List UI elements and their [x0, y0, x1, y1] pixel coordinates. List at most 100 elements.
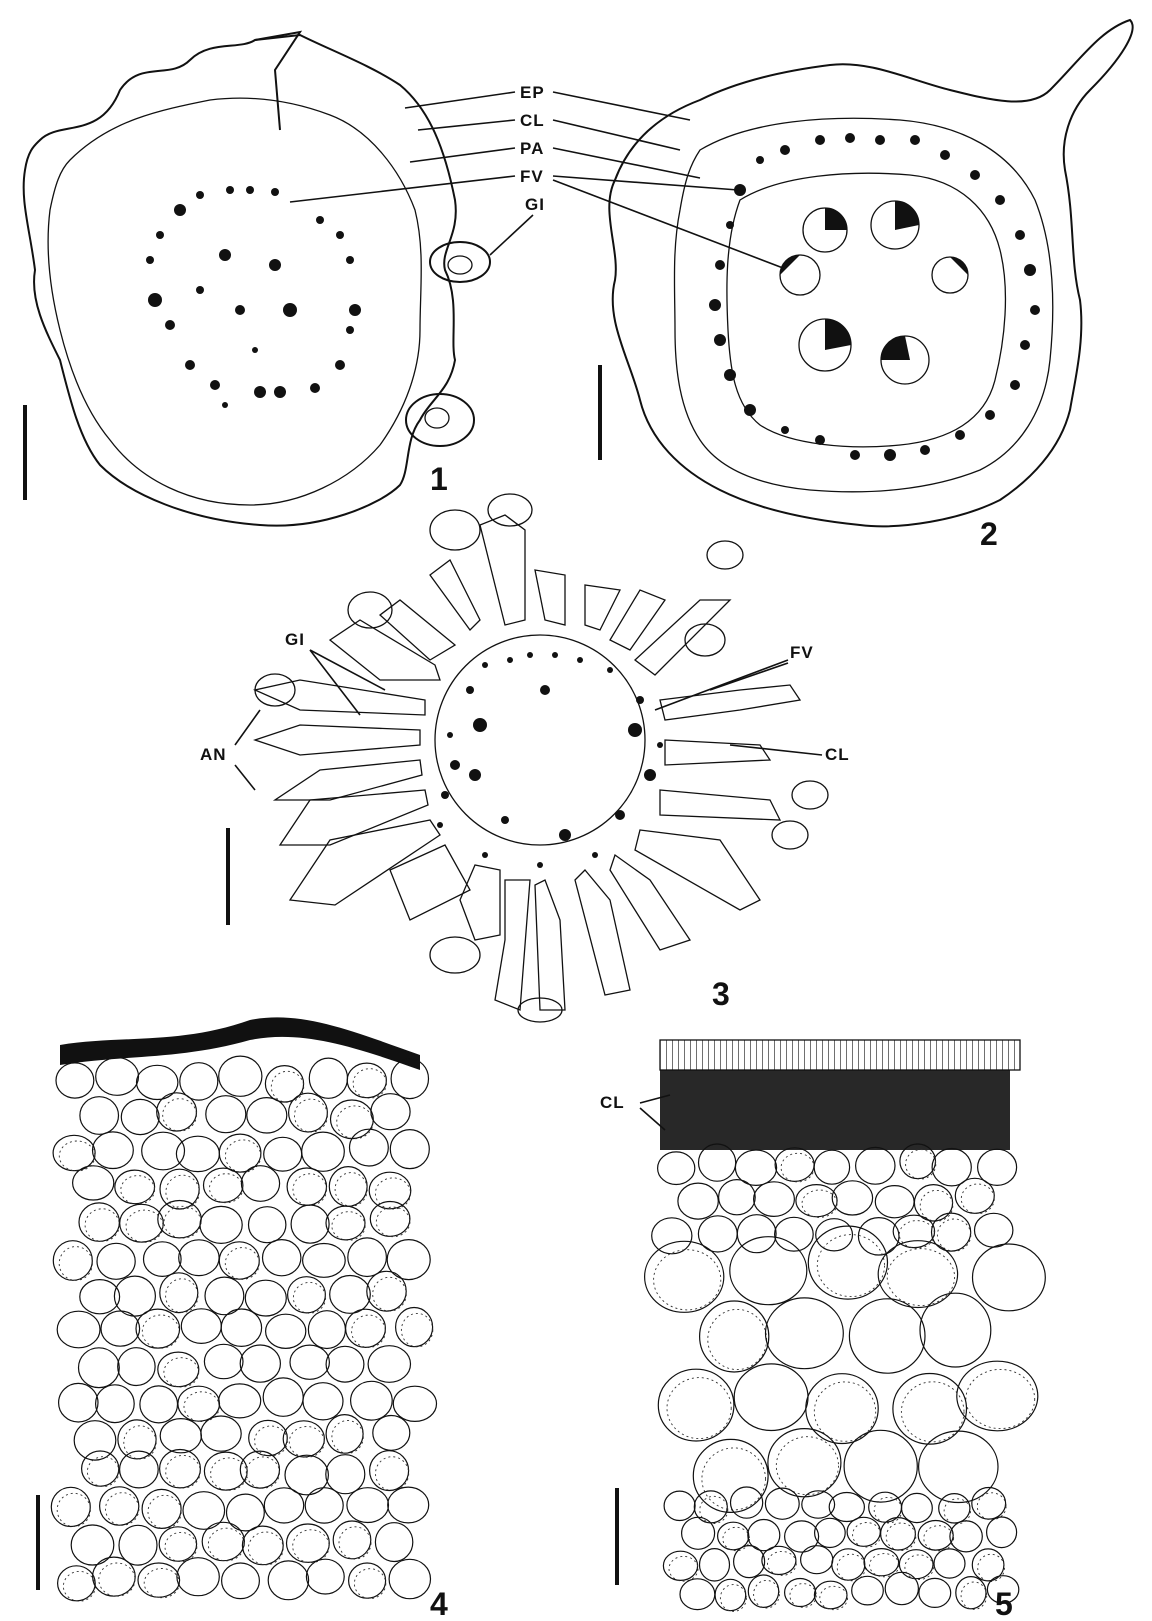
parenchyma-cell	[815, 1518, 846, 1547]
parenchyma-cell	[893, 1374, 967, 1445]
parenchyma-cell	[734, 1546, 765, 1578]
parenchyma-cell	[287, 1524, 330, 1562]
label-cl: CL	[520, 111, 545, 130]
fig3-radiating-lobes	[255, 515, 800, 1010]
parenchyma-cell	[680, 1579, 715, 1610]
cell-shadow-outline	[961, 1582, 987, 1609]
parenchyma-cell	[326, 1455, 365, 1494]
cell-shadow-outline	[99, 1563, 135, 1596]
parenchyma-cell	[765, 1488, 799, 1519]
parenchyma-cell	[290, 1345, 329, 1379]
parenchyma-cell	[177, 1558, 219, 1596]
parenchyma-cell	[144, 1242, 182, 1277]
parenchyma-cell	[718, 1522, 749, 1550]
parenchyma-cell	[158, 1352, 199, 1387]
parenchyma-cell	[875, 1186, 914, 1218]
cell-shadow-outline	[961, 1184, 994, 1214]
cell-shadow-outline	[802, 1190, 837, 1217]
fig2-central-cylinder	[727, 173, 1006, 447]
parenchyma-cell	[179, 1240, 219, 1276]
cell-shadow-outline	[335, 1173, 367, 1207]
leader-lines-fig3	[235, 650, 822, 790]
parenchyma-cell	[204, 1344, 243, 1378]
parenchyma-cell	[330, 1276, 371, 1314]
parenchyma-cell	[176, 1136, 219, 1171]
cell-shadow-outline	[59, 1247, 92, 1281]
parenchyma-cell	[326, 1415, 363, 1454]
parenchyma-cell	[178, 1386, 220, 1421]
parenchyma-cell	[100, 1487, 139, 1525]
parenchyma-cell	[682, 1517, 715, 1549]
parenchyma-cell	[737, 1215, 776, 1253]
cell-shadow-outline	[295, 1099, 328, 1132]
cell-shadow-outline	[210, 1174, 243, 1203]
cell-shadow-outline	[225, 1140, 260, 1172]
parenchyma-cell	[371, 1094, 410, 1130]
parenchyma-cell	[241, 1166, 279, 1202]
cell-shadow-outline	[723, 1527, 750, 1550]
parenchyma-cell	[950, 1521, 982, 1552]
cell-shadow-outline	[271, 1071, 303, 1102]
parenchyma-cell	[956, 1577, 986, 1609]
cell-shadow-outline	[966, 1369, 1035, 1428]
cell-shadow-outline	[225, 1248, 259, 1280]
label-fv-fig3: FV	[790, 643, 814, 662]
fig5-epidermis	[660, 1040, 1020, 1070]
parenchyma-cell	[138, 1563, 180, 1597]
figure-2-number: 2	[980, 516, 998, 552]
parenchyma-cell	[80, 1097, 119, 1135]
cell-shadow-outline	[337, 1106, 373, 1139]
cell-shadow-outline	[332, 1212, 365, 1241]
parenchyma-cell	[291, 1205, 329, 1243]
parenchyma-cell	[268, 1561, 308, 1600]
parenchyma-cell	[73, 1166, 114, 1200]
parenchyma-cell	[858, 1218, 899, 1255]
parenchyma-cell	[74, 1421, 116, 1460]
cell-shadow-outline	[339, 1527, 371, 1559]
label-an: AN	[200, 745, 227, 764]
parenchyma-cell	[240, 1451, 279, 1488]
parenchyma-cell	[287, 1168, 326, 1205]
parenchyma-cell	[206, 1096, 246, 1133]
parenchyma-cell	[814, 1150, 849, 1184]
fig2-cortex-ring	[674, 118, 1052, 491]
parenchyma-cell	[71, 1525, 114, 1565]
parenchyma-cell	[283, 1421, 324, 1457]
cell-shadow-outline	[708, 1309, 767, 1369]
parenchyma-cell	[82, 1451, 119, 1486]
parenchyma-cell	[934, 1549, 965, 1578]
cell-shadow-outline	[354, 1569, 385, 1599]
label-group-top: EP CL PA FV GI	[290, 83, 783, 268]
parenchyma-cell	[120, 1451, 159, 1488]
parenchyma-cell	[387, 1240, 430, 1280]
fig2-outline	[609, 20, 1132, 526]
parenchyma-cell	[348, 1238, 387, 1277]
cell-shadow-outline	[163, 1099, 197, 1131]
parenchyma-cell	[775, 1148, 814, 1182]
parenchyma-cell	[289, 1093, 328, 1132]
parenchyma-cell	[939, 1494, 970, 1523]
cell-shadow-outline	[977, 1493, 1006, 1520]
parenchyma-cell	[58, 1566, 96, 1601]
parenchyma-cell	[864, 1549, 899, 1576]
parenchyma-cell	[56, 1063, 94, 1098]
label-cl-fig5: CL	[600, 1093, 625, 1112]
parenchyma-cell	[899, 1550, 933, 1579]
parenchyma-cell	[219, 1384, 261, 1418]
parenchyma-cell	[329, 1167, 367, 1207]
parenchyma-cell	[93, 1557, 136, 1596]
parenchyma-cell	[118, 1348, 155, 1386]
parenchyma-cell	[885, 1572, 918, 1604]
cell-shadow-outline	[700, 1496, 728, 1523]
figure-3-cross-section: 3 GI FV AN CL	[200, 494, 850, 1022]
parenchyma-cell	[730, 1237, 807, 1305]
parenchyma-cell	[305, 1488, 343, 1523]
parenchyma-cell	[396, 1308, 433, 1347]
parenchyma-cell	[715, 1579, 746, 1610]
cell-shadow-outline	[776, 1437, 838, 1495]
cell-shadow-outline	[754, 1580, 780, 1608]
parenchyma-cell	[347, 1488, 389, 1523]
parenchyma-cell	[762, 1546, 796, 1574]
cell-shadow-outline	[63, 1571, 95, 1601]
parenchyma-cell	[700, 1301, 769, 1372]
